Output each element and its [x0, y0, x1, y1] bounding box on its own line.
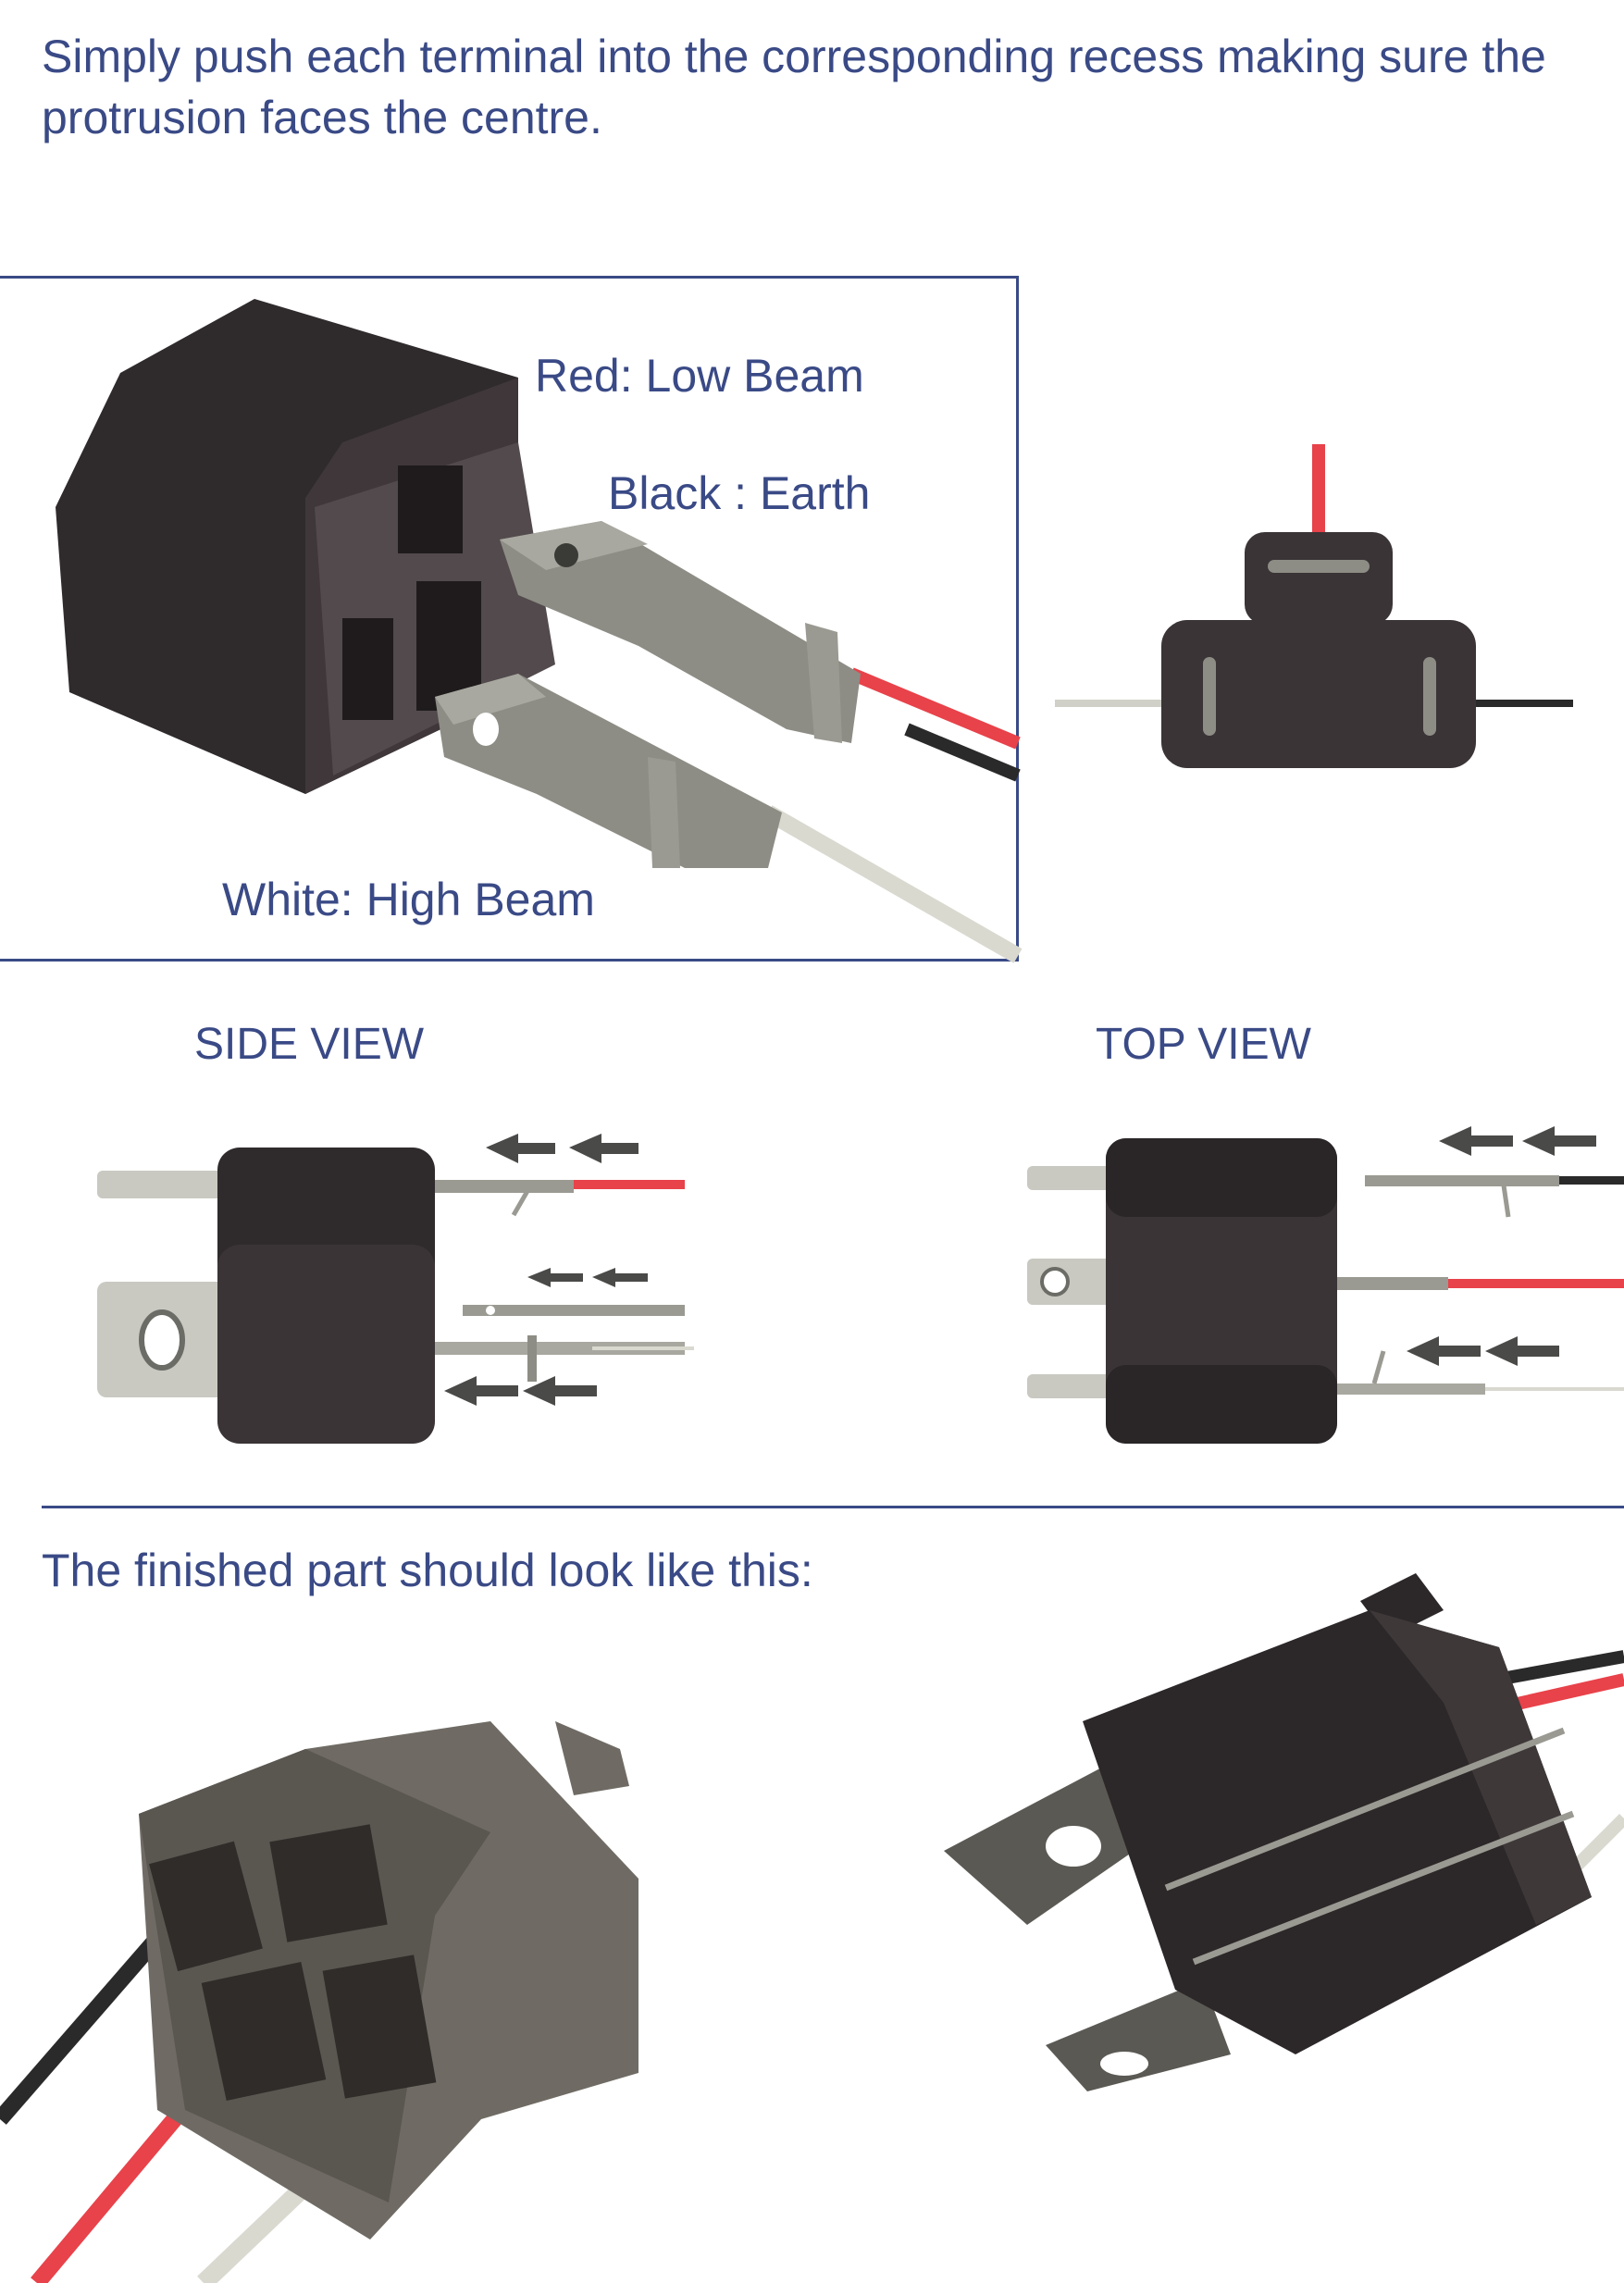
upper-tab: [944, 1763, 1147, 1925]
arrow-left-icon: [569, 1134, 638, 1163]
section-divider: [42, 1506, 1624, 1508]
arrow-left-icon: [523, 1376, 597, 1406]
finished-part-caption: The finished part should look like this:: [42, 1545, 813, 1596]
side-housing-bottom: [217, 1245, 435, 1444]
finished-connector-front: [0, 1721, 638, 2283]
top-view-diagram: [1027, 1126, 1624, 1444]
arrow-left-icon: [1407, 1336, 1481, 1366]
lower-tab: [1046, 1980, 1231, 2091]
white-wire: [763, 805, 1023, 963]
intro-text: Simply push each terminal into the corre…: [42, 31, 1546, 143]
upper-pin: [97, 1171, 254, 1198]
side-view-title: SIDE VIEW: [194, 1020, 425, 1069]
lower-terminal: [435, 674, 782, 868]
label-white-high-beam: White: High Beam: [222, 874, 595, 925]
connector-end-view: [1055, 444, 1573, 768]
red-wire: [849, 667, 1021, 750]
label-black-earth: Black : Earth: [608, 467, 871, 519]
finished-connector-rear: [944, 1573, 1624, 2091]
arrow-left-icon: [1522, 1126, 1596, 1156]
black-wire: [904, 723, 1021, 782]
arrow-left-icon: [444, 1376, 518, 1406]
side-view-diagram: [97, 1134, 694, 1444]
label-red-low-beam: Red: Low Beam: [535, 350, 864, 402]
diagram-frame: [0, 276, 1019, 962]
exploded-connector-diagram: [56, 299, 1023, 963]
top-view-title: TOP VIEW: [1096, 1020, 1311, 1069]
arrow-left-icon: [527, 1268, 583, 1287]
upper-terminal: [500, 521, 861, 743]
arrow-left-icon: [592, 1268, 648, 1287]
arrow-left-icon: [1485, 1336, 1559, 1366]
arrow-left-icon: [486, 1134, 555, 1163]
red-lead: [1312, 444, 1325, 532]
arrow-left-icon: [1439, 1126, 1513, 1156]
